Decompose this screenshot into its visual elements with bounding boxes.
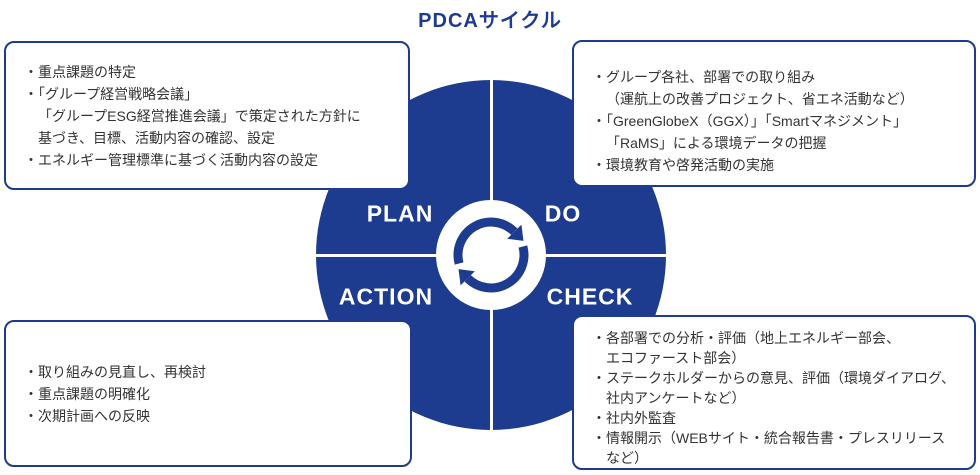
list-item: ・重点課題の特定 xyxy=(24,63,136,80)
list-item: ・情報開示（WEBサイト・統合報告書・プレスリリース など） xyxy=(592,430,946,466)
quadrant-label-plan: PLAN xyxy=(366,200,434,227)
plan-details-box: ・重点課題の特定 ・「グループ経営戦略会議」 「グループESG経営推進会議」で策… xyxy=(4,41,410,190)
do-details-box: ・グループ各社、部署での取り組み （運航上の改善プロジェクト、省エネ活動など） … xyxy=(572,40,976,187)
list-item: ・各部署での分析・評価（地上エネルギー部会、 エコファースト部会） xyxy=(592,330,900,366)
list-item: ・取り組みの見直し、再検討 xyxy=(24,363,206,380)
quadrant-label-check: CHECK xyxy=(546,283,634,310)
quadrant-label-action: ACTION xyxy=(338,283,434,310)
cycle-arrows-icon xyxy=(436,200,546,310)
list-item: ・環境教育や啓発活動の実施 xyxy=(592,157,774,173)
list-item: ・グループ各社、部署での取り組み （運航上の改善プロジェクト、省エネ活動など） xyxy=(592,69,914,107)
list-item: ・社内外監査 xyxy=(592,410,676,426)
list-item: ・「グループ経営戦略会議」 「グループESG経営推進会議」で策定された方針に 基… xyxy=(24,85,361,146)
action-details-box: ・取り組みの見直し、再検討 ・重点課題の明確化 ・次期計画への反映 xyxy=(4,320,412,467)
list-item: ・ステークホルダーからの意見、評価（環境ダイアログ、 社内アンケートなど） xyxy=(592,370,956,406)
list-item: ・エネルギー管理標準に基づく活動内容の設定 xyxy=(24,151,318,168)
quadrant-label-do: DO xyxy=(544,200,582,227)
diagram-title: PDCAサイクル xyxy=(418,10,562,32)
list-item: ・重点課題の明確化 xyxy=(24,385,150,402)
list-item: ・次期計画への反映 xyxy=(24,407,150,424)
list-item: ・「GreenGlobeX（GGX）」「Smartマネジメント」 「RaMS」に… xyxy=(592,113,908,151)
check-details-box: ・各部署での分析・評価（地上エネルギー部会、 エコファースト部会） ・ステークホ… xyxy=(572,315,976,470)
